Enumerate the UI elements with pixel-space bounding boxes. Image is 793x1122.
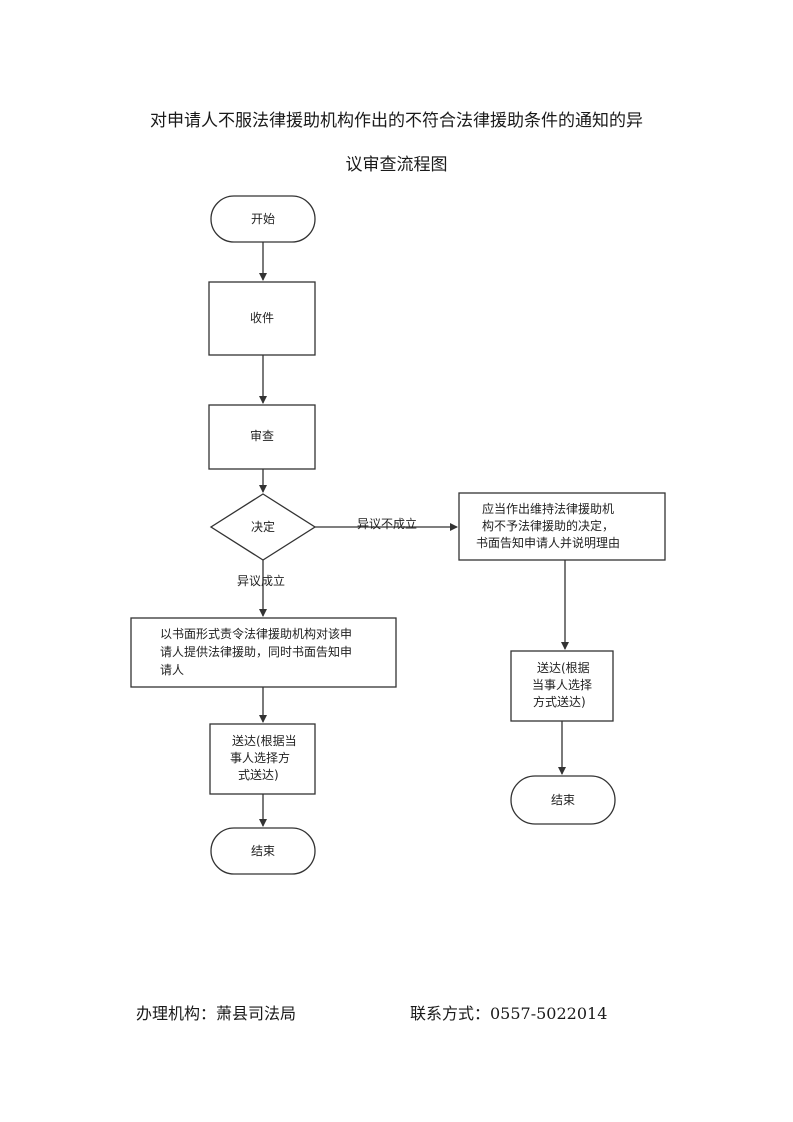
deliver-left-line2: 事人选择方 (230, 750, 290, 765)
deliver-left-line3: 式送达) (238, 767, 279, 782)
maintain-box (458, 492, 666, 561)
order-text-line2: 请人提供法律援助，同时书面告知申 (160, 644, 352, 659)
order-text-line3: 请人 (160, 663, 184, 677)
maintain-text-line1: 应当作出维持法律援助机 (482, 501, 614, 516)
deliver-left-line1: 送达(根据当 (232, 733, 297, 748)
maintain-text-line3: 书面告知申请人并说明理由 (476, 535, 620, 550)
end-right-terminal (510, 775, 616, 825)
receive-box (208, 281, 316, 356)
order-box (130, 617, 397, 688)
receive-label: 收件 (250, 311, 274, 325)
edge-label-not-established: 异议不成立 (357, 516, 417, 531)
footer-organization: 办理机构：萧县司法局 (136, 1004, 297, 1023)
review-label: 审查 (250, 428, 274, 443)
decision-label: 决定 (251, 519, 275, 534)
review-box (208, 404, 316, 470)
end-right-label: 结束 (551, 793, 575, 807)
footer-contact: 联系方式：0557-5022014 (410, 1004, 608, 1023)
deliver-right-line1: 送达(根据 (537, 660, 590, 675)
end-left-terminal (210, 827, 316, 875)
order-text-line1: 以书面形式责令法律援助机构对该申 (160, 626, 352, 641)
end-left-label: 结束 (251, 844, 275, 858)
start-label: 开始 (251, 212, 275, 226)
page-title-line1: 对申请人不服法律援助机构作出的不符合法律援助条件的通知的异 (150, 111, 643, 131)
deliver-right-line2: 当事人选择 (532, 678, 592, 692)
page-title-line2: 议审查流程图 (345, 155, 448, 175)
edge-label-established: 异议成立 (237, 573, 285, 588)
deliver-right-box (510, 650, 614, 722)
deliver-right-line3: 方式送达) (533, 694, 586, 709)
maintain-text-line2: 构不予法律援助的决定， (482, 518, 614, 533)
